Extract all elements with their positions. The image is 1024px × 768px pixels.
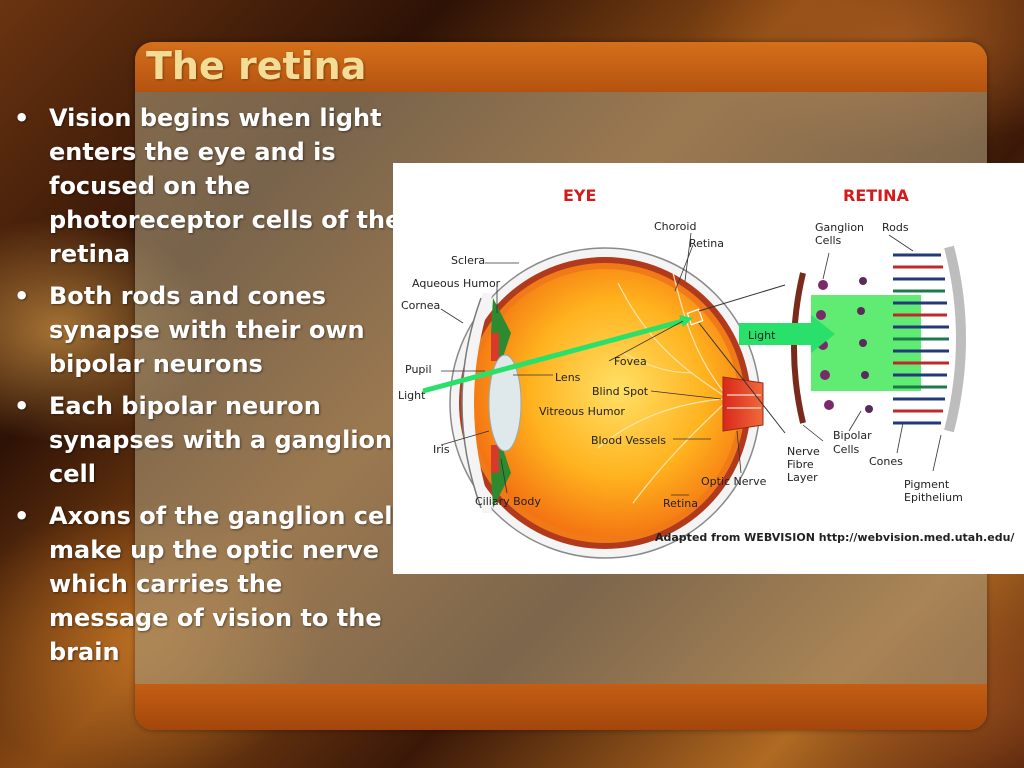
vitreous-body-shape bbox=[471, 269, 739, 537]
cornea-curve bbox=[461, 297, 482, 509]
label-light-left: Light bbox=[398, 389, 426, 402]
bullet-dot-icon: • bbox=[14, 104, 30, 132]
retina-heading: RETINA bbox=[843, 186, 910, 205]
label-pigment-1: Pigment bbox=[904, 478, 950, 491]
label-iris: Iris bbox=[433, 443, 450, 456]
label-retina-top: Retina bbox=[689, 237, 724, 250]
bullet-item: • Vision begins when light enters the eye… bbox=[14, 101, 404, 271]
diagram-credit: Adapted from WEBVISION http://webvision.… bbox=[655, 531, 1015, 544]
cornea-region bbox=[462, 293, 493, 513]
iris-lower bbox=[491, 445, 499, 473]
panel-title-band bbox=[135, 42, 987, 92]
bullet-item: • Both rods and cones synapse with their … bbox=[14, 279, 404, 381]
bullet-text: Both rods and cones synapse with their o… bbox=[49, 282, 365, 378]
bullet-dot-icon: • bbox=[14, 282, 30, 310]
label-pupil: Pupil bbox=[405, 363, 432, 376]
label-bipolar-cells-1: Bipolar bbox=[833, 429, 872, 442]
label-optic-nerve: Optic Nerve bbox=[701, 475, 767, 488]
label-bipolar-cells-2: Cells bbox=[833, 443, 860, 456]
label-lens: Lens bbox=[555, 371, 581, 384]
slide-title: The retina bbox=[146, 44, 367, 88]
label-cornea: Cornea bbox=[401, 299, 440, 312]
bullet-item: • Axons of the ganglion cell make up the … bbox=[14, 499, 404, 669]
label-ganglion-cells-1: Ganglion bbox=[815, 221, 864, 234]
bullet-text: Vision begins when light enters the eye … bbox=[49, 104, 402, 268]
panel-footer-band bbox=[135, 684, 987, 730]
label-fovea: Fovea bbox=[614, 355, 647, 368]
lens-shape bbox=[488, 354, 522, 452]
bullet-item: • Each bipolar neuron synapses with a gan… bbox=[14, 389, 404, 491]
light-beam-retina bbox=[739, 323, 811, 345]
label-aqueous-humor: Aqueous Humor bbox=[412, 277, 501, 290]
label-ciliary-body: Ciliary Body bbox=[475, 495, 541, 508]
eye-retina-diagram: EYE RETINA bbox=[393, 163, 1024, 574]
label-blind-spot: Blind Spot bbox=[592, 385, 649, 398]
bullet-text: Each bipolar neuron synapses with a gang… bbox=[49, 392, 393, 488]
label-nerve-fibre-1: Nerve bbox=[787, 445, 820, 458]
bullet-dot-icon: • bbox=[14, 392, 30, 420]
label-blood-vessels: Blood Vessels bbox=[591, 434, 666, 447]
label-ganglion-cells-2: Cells bbox=[815, 234, 842, 247]
bullet-dot-icon: • bbox=[14, 502, 30, 530]
iris-upper bbox=[491, 333, 499, 361]
diagram-svg: EYE RETINA bbox=[398, 186, 1015, 559]
rods-and-cones bbox=[893, 253, 949, 425]
label-nerve-fibre-3: Layer bbox=[787, 471, 818, 484]
label-rods: Rods bbox=[882, 221, 909, 234]
light-beam-eye bbox=[422, 318, 684, 394]
pigment-epithelium-shape bbox=[944, 245, 966, 433]
label-retina-bottom: Retina bbox=[663, 497, 698, 510]
bullet-list: • Vision begins when light enters the eye… bbox=[14, 101, 404, 677]
bipolar-cells bbox=[857, 277, 873, 413]
label-choroid: Choroid bbox=[654, 220, 696, 233]
bullet-text: Axons of the ganglion cell make up the o… bbox=[49, 502, 401, 666]
label-cones: Cones bbox=[869, 455, 903, 468]
label-sclera: Sclera bbox=[451, 254, 485, 267]
label-nerve-fibre-2: Fibre bbox=[787, 458, 814, 471]
eye-heading: EYE bbox=[563, 186, 596, 205]
nerve-fibre-layer bbox=[791, 272, 806, 424]
label-pigment-2: Epithelium bbox=[904, 491, 963, 504]
label-vitreous-humor: Vitreous Humor bbox=[539, 405, 625, 418]
label-light-right: Light bbox=[748, 329, 776, 342]
optic-nerve-shape bbox=[722, 376, 764, 432]
